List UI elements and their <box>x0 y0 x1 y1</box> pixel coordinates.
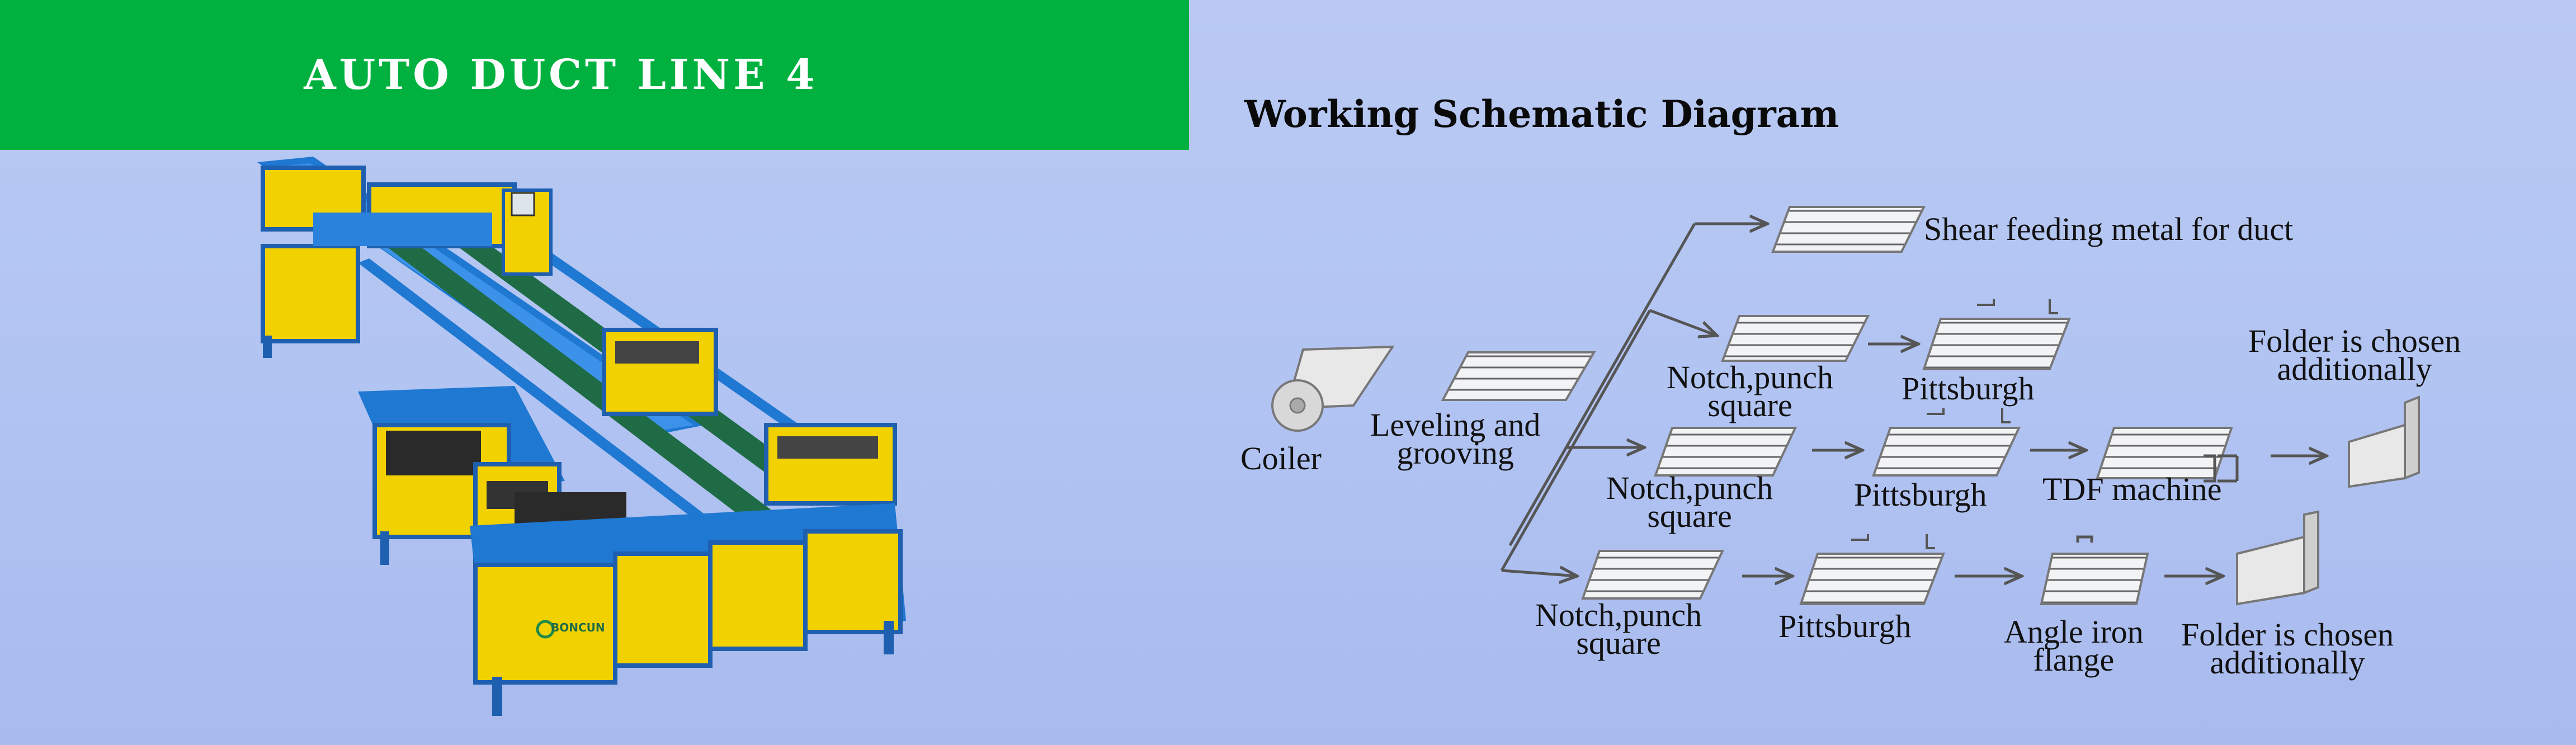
row3-pittsburgh-label: Pittsburgh <box>1778 608 1912 644</box>
tdf-profile-icon <box>2204 454 2239 483</box>
row3-folder-label: Folder is chosen additionally <box>2181 616 2394 681</box>
leveling-label: Leveling and grooving <box>1370 407 1541 471</box>
angle-iron-label: Angle iron flange <box>2004 614 2144 678</box>
row2-pittsburgh-sheet-icon <box>1872 427 2021 477</box>
coiler-label: Coiler <box>1240 440 1322 477</box>
tdf-machine-label: TDF machine <box>2042 471 2222 507</box>
schematic-title: Working Schematic Diagram <box>1244 92 1839 136</box>
machine-brand-mark: BONCUN <box>551 621 605 634</box>
row3-folded-duct-icon <box>2236 510 2319 606</box>
row1-notch-label: Notch,punch square <box>1667 359 1833 423</box>
row2-notch-label: Notch,punch square <box>1606 470 1773 534</box>
row3-notch-label: Notch,punch square <box>1535 597 1702 661</box>
row1-pittsburgh-label: Pittsburgh <box>1902 370 2035 407</box>
row1-folded-duct-icon <box>2348 395 2420 488</box>
row3-notch-sheet-icon <box>1581 550 1725 600</box>
row2-notch-sheet-icon <box>1654 427 1797 477</box>
row2-pittsburgh-label: Pittsburgh <box>1854 477 1987 513</box>
angle-iron-sheet-icon <box>2040 553 2149 605</box>
coiler-icon <box>1271 345 1395 432</box>
row1-folder-label: Folder is chosen additionally <box>2248 323 2461 387</box>
shear-label: Shear feeding metal for duct <box>1924 211 2294 247</box>
row1-pittsburgh-sheet-icon <box>1922 318 2071 370</box>
duct-line-machine-illustration <box>257 157 906 716</box>
shear-sheet-icon <box>1771 206 1926 253</box>
leveled-sheet-icon <box>1441 351 1596 401</box>
row1-notch-sheet-icon <box>1721 315 1870 362</box>
title-banner: AUTO DUCT LINE 4 <box>0 0 1189 150</box>
banner-title: AUTO DUCT LINE 4 <box>304 51 818 99</box>
row3-pittsburgh-sheet-icon <box>1799 553 1945 605</box>
